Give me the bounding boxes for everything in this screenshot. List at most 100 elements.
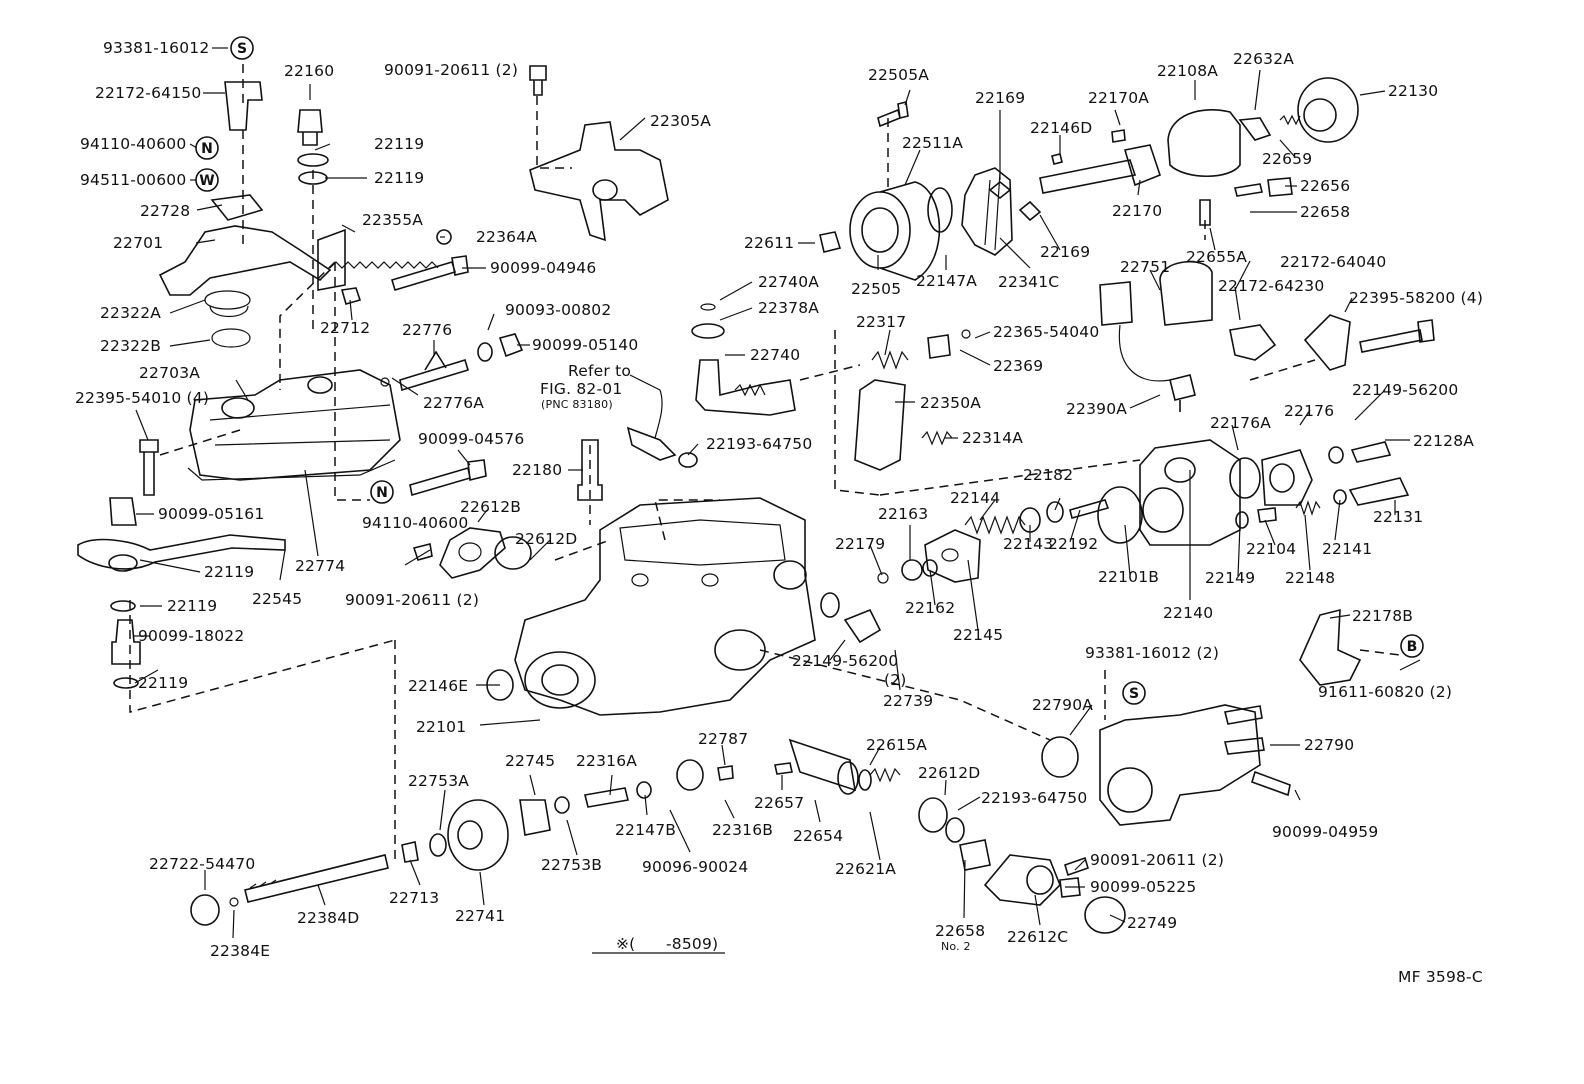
part-label: 22119 xyxy=(204,563,254,581)
part-label: 22192 xyxy=(1048,535,1098,553)
spring-part xyxy=(869,767,901,783)
seal-part xyxy=(927,187,953,233)
distributor-head-part xyxy=(1139,439,1241,546)
part-label: 22144 xyxy=(950,489,1000,507)
o-ring-part xyxy=(700,303,716,311)
spring-part xyxy=(964,515,1026,535)
washer-part xyxy=(298,171,328,185)
bolt-part xyxy=(1064,856,1089,877)
nut-part xyxy=(190,894,220,926)
part-label: 22172-64150 xyxy=(95,84,201,102)
svg-text:W: W xyxy=(199,173,214,189)
part-label: 22776A xyxy=(423,394,484,412)
ring-part xyxy=(877,572,889,584)
note-label: FIG. 82-01 xyxy=(540,380,622,398)
lever-part xyxy=(1299,608,1362,686)
part-label: 22505 xyxy=(851,280,901,298)
valve-housing-part xyxy=(1261,449,1313,506)
part-label: 22101B xyxy=(1098,568,1159,586)
o-ring-part xyxy=(1041,736,1079,778)
washer-part xyxy=(1235,511,1249,529)
washer-part xyxy=(110,600,136,612)
banjo-bolt-part xyxy=(111,619,141,665)
part-label: 22740 xyxy=(750,346,800,364)
figure-code: MF 3598-C xyxy=(1398,968,1483,986)
actuator-part xyxy=(1099,704,1261,826)
bolt-part xyxy=(877,101,909,128)
part-label: (2) xyxy=(884,671,907,689)
part-label: 22149-56200 xyxy=(792,652,898,670)
washer-part xyxy=(820,592,840,618)
fitting-part xyxy=(1348,477,1410,506)
svg-text:S: S xyxy=(1129,686,1139,702)
circled-badges: S N W N S B xyxy=(195,36,1424,705)
connector-part xyxy=(1099,281,1133,326)
footnote-label: -8509) xyxy=(666,935,718,953)
washer-part xyxy=(901,559,923,581)
part-label: 22316A xyxy=(576,752,637,770)
part-label: 22615A xyxy=(866,736,927,754)
part-label: 22119 xyxy=(374,169,424,187)
gear-part xyxy=(447,799,509,871)
part-label: 22395-54010 (4) xyxy=(75,389,209,407)
part-label: 22317 xyxy=(856,313,906,331)
valve-part xyxy=(843,608,882,644)
part-label: 22170 xyxy=(1112,202,1162,220)
spring-plate-part xyxy=(317,228,346,291)
part-label: 22701 xyxy=(113,234,163,252)
nut-part xyxy=(498,333,524,358)
part-label: 22314A xyxy=(962,429,1023,447)
key-part xyxy=(1111,129,1126,143)
bolt-part xyxy=(412,543,433,561)
weight-part xyxy=(519,799,551,836)
washer-part xyxy=(636,781,652,799)
part-label: No. 2 xyxy=(941,940,971,953)
washer-part xyxy=(858,769,872,791)
lever-part xyxy=(158,225,332,296)
sensor-part xyxy=(626,426,677,461)
part-label: 22341C xyxy=(998,273,1059,291)
part-label: 22656 xyxy=(1300,177,1350,195)
part-label: 22316B xyxy=(712,821,773,839)
o-ring-part xyxy=(1097,486,1143,544)
bolt-part xyxy=(297,109,323,146)
o-ring-part xyxy=(1229,457,1261,499)
part-label: 22739 xyxy=(883,692,933,710)
part-label: 22172-64040 xyxy=(1280,253,1386,271)
part-label: 22179 xyxy=(835,535,885,553)
assembly-dashed-lines xyxy=(129,64,1401,860)
part-label: 22143 xyxy=(1003,535,1053,553)
plate-part xyxy=(1238,117,1272,141)
part-label: 22176 xyxy=(1284,402,1334,420)
nut-part xyxy=(819,231,842,253)
part-label: 22395-58200 (4) xyxy=(1349,289,1483,307)
svg-text:N: N xyxy=(376,485,388,501)
part-label: 22505A xyxy=(868,66,929,84)
part-label: 90099-05140 xyxy=(532,336,638,354)
part-label: 22790A xyxy=(1032,696,1093,714)
bracket-part xyxy=(1229,324,1277,361)
part-label: 22749 xyxy=(1127,914,1177,932)
part-label: 90093-00802 xyxy=(505,301,611,319)
part-label: 22170A xyxy=(1088,89,1149,107)
spring-part xyxy=(204,290,251,317)
part-label: 94110-40600 xyxy=(80,135,186,153)
gasket-part xyxy=(187,459,396,481)
drive-shaft-part xyxy=(1039,159,1137,194)
part-label: 22119 xyxy=(167,597,217,615)
bolt-part xyxy=(139,439,159,496)
part-label: 22659 xyxy=(1262,150,1312,168)
bolt-part xyxy=(409,459,487,497)
bolt-part xyxy=(1359,319,1435,353)
seal-part xyxy=(1046,501,1064,523)
part-labels: 93381-16012 22172-64150 94110-40600 9451… xyxy=(75,39,1483,986)
washer-part xyxy=(297,153,329,167)
part-label: 90099-18022 xyxy=(138,627,244,645)
part-label: 22104 xyxy=(1246,540,1296,558)
part-label: 22390A xyxy=(1066,400,1127,418)
part-label: 22658 xyxy=(1300,203,1350,221)
washer-part xyxy=(1328,446,1344,464)
part-label: 22169 xyxy=(975,89,1025,107)
part-label: 22722-54470 xyxy=(149,855,255,873)
part-label: 22160 xyxy=(284,62,334,80)
